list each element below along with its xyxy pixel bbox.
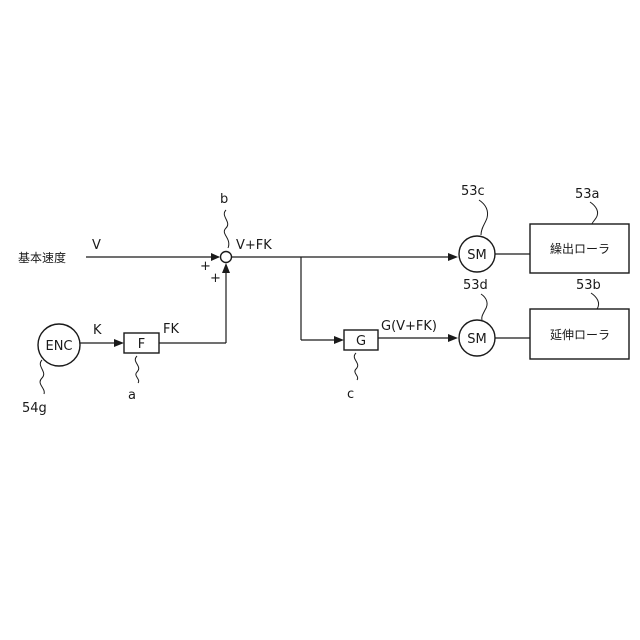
upper-roller-ref-leader [590,202,598,224]
upper-roller-ref-label: 53a [575,187,600,202]
junction-ref-label: b [220,192,228,207]
base-speed-label: 基本速度 [18,250,66,265]
lower-roller-ref-label: 53b [576,278,601,293]
upper-motor-ref-label: 53c [461,184,485,199]
block-f-ref-label: a [128,388,136,403]
upper-motor-ref-leader [479,200,488,235]
k-signal-arrowhead [114,339,124,347]
encoder-ref-label: 54g [22,401,47,416]
block-g-label: G [356,334,366,349]
lower-roller-ref-leader [591,293,599,309]
upper-roller-label: 繰出ローラ [550,242,610,256]
lower-motor-ref-label: 53d [463,278,488,293]
signal-k-label: K [93,323,102,338]
fk-signal-label: FK [163,322,179,337]
block-g-ref-label: c [347,387,354,402]
upper-motor-arrowhead [448,253,458,261]
block-f-ref-leader [135,356,138,383]
g-input-arrowhead [334,336,344,344]
encoder-ref-leader [40,360,44,394]
lower-motor-ref-leader [481,294,487,320]
upper-motor-label: SM [467,248,486,263]
block-f-label: F [138,337,145,352]
junction-sign-bottom: + [210,271,221,286]
lower-roller-label: 延伸ローラ [550,328,610,342]
junction-ref-leader [224,210,229,248]
fk-arrowhead [222,263,230,273]
encoder-label: ENC [45,339,72,354]
summing-junction [221,252,232,263]
lower-motor-arrowhead [448,334,458,342]
signal-v-label: V [92,238,101,253]
g-output-label: G(V+FK) [381,319,437,334]
block-g-ref-leader [354,353,357,380]
v-input-arrowhead [211,253,220,261]
junction-output-label: V+FK [236,238,272,253]
lower-motor-label: SM [467,332,486,347]
